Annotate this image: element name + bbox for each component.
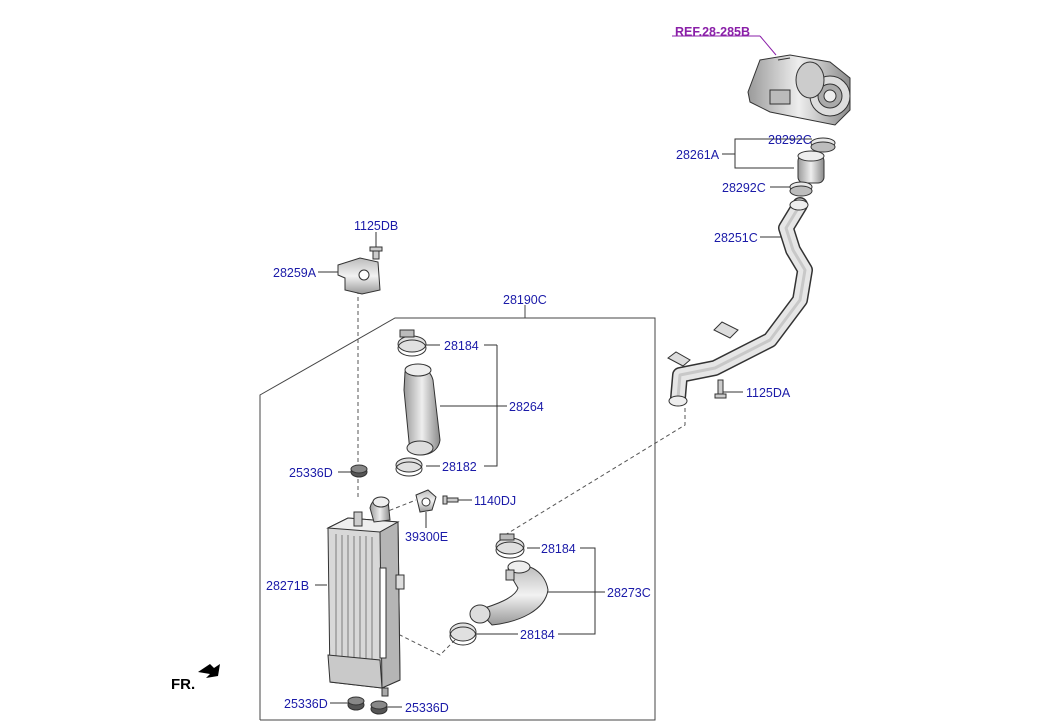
part-label-28292c-top[interactable]: 28292C: [768, 133, 812, 147]
clamp-28184-mid: [495, 533, 525, 559]
bolt-1125da: [714, 379, 727, 399]
part-label-28190c[interactable]: 28190C: [503, 293, 547, 307]
ref-label-28-285b[interactable]: REF.28-285B: [675, 25, 751, 39]
part-label-28292c-bottom[interactable]: 28292C: [722, 181, 766, 195]
part-label-1140dj[interactable]: 1140DJ: [474, 494, 517, 508]
hose-28273c: [469, 560, 549, 626]
part-label-39300e[interactable]: 39300E: [405, 530, 449, 544]
part-label-28184-bottom[interactable]: 28184: [520, 628, 555, 642]
part-label-25336d-bottom-right[interactable]: 25336D: [405, 701, 449, 715]
part-label-28273c[interactable]: 28273C: [607, 586, 651, 600]
sensor-39300e: [415, 489, 437, 513]
part-label-28264[interactable]: 28264: [509, 400, 544, 414]
part-label-28182[interactable]: 28182: [442, 460, 477, 474]
part-label-28261a[interactable]: 28261A: [676, 148, 720, 162]
clamp-28292c-bottom: [789, 181, 813, 197]
clamp-28184-bottom: [449, 622, 477, 646]
part-label-28184-mid[interactable]: 28184: [541, 542, 576, 556]
clamp-28184-top: [397, 329, 427, 357]
clamp-28292c-top: [810, 137, 836, 153]
front-arrow-icon: [198, 664, 220, 678]
assembly-box: [259, 305, 656, 721]
part-label-1125da[interactable]: 1125DA: [746, 386, 791, 400]
part-label-28251c[interactable]: 28251C: [714, 231, 758, 245]
pipe-28251c: [670, 197, 813, 406]
part-label-28184-top[interactable]: 28184: [444, 339, 479, 353]
part-label-28259a[interactable]: 28259A: [273, 266, 317, 280]
part-label-25336d-mid[interactable]: 25336D: [289, 466, 333, 480]
hose-28261a: [797, 150, 825, 184]
leader-lines: [315, 35, 812, 708]
front-direction-label: FR.: [171, 676, 196, 693]
bolt-1125db: [369, 246, 383, 260]
part-label-25336d-bottom-left[interactable]: 25336D: [284, 697, 328, 711]
part-label-1125db[interactable]: 1125DB: [354, 219, 399, 233]
pipe-28251c-details: [667, 199, 809, 407]
mount-25336d-bottom-right: [370, 700, 388, 715]
hose-28264: [403, 363, 441, 456]
mount-25336d-mid: [350, 464, 368, 478]
intercooler-28271b: [326, 496, 405, 697]
part-label-28271b[interactable]: 28271B: [266, 579, 310, 593]
turbocharger: [747, 54, 851, 126]
clamp-28182: [395, 457, 423, 477]
bracket-28259a: [337, 257, 381, 295]
mount-25336d-bottom-left: [347, 696, 365, 711]
bolt-1140dj: [442, 495, 459, 505]
